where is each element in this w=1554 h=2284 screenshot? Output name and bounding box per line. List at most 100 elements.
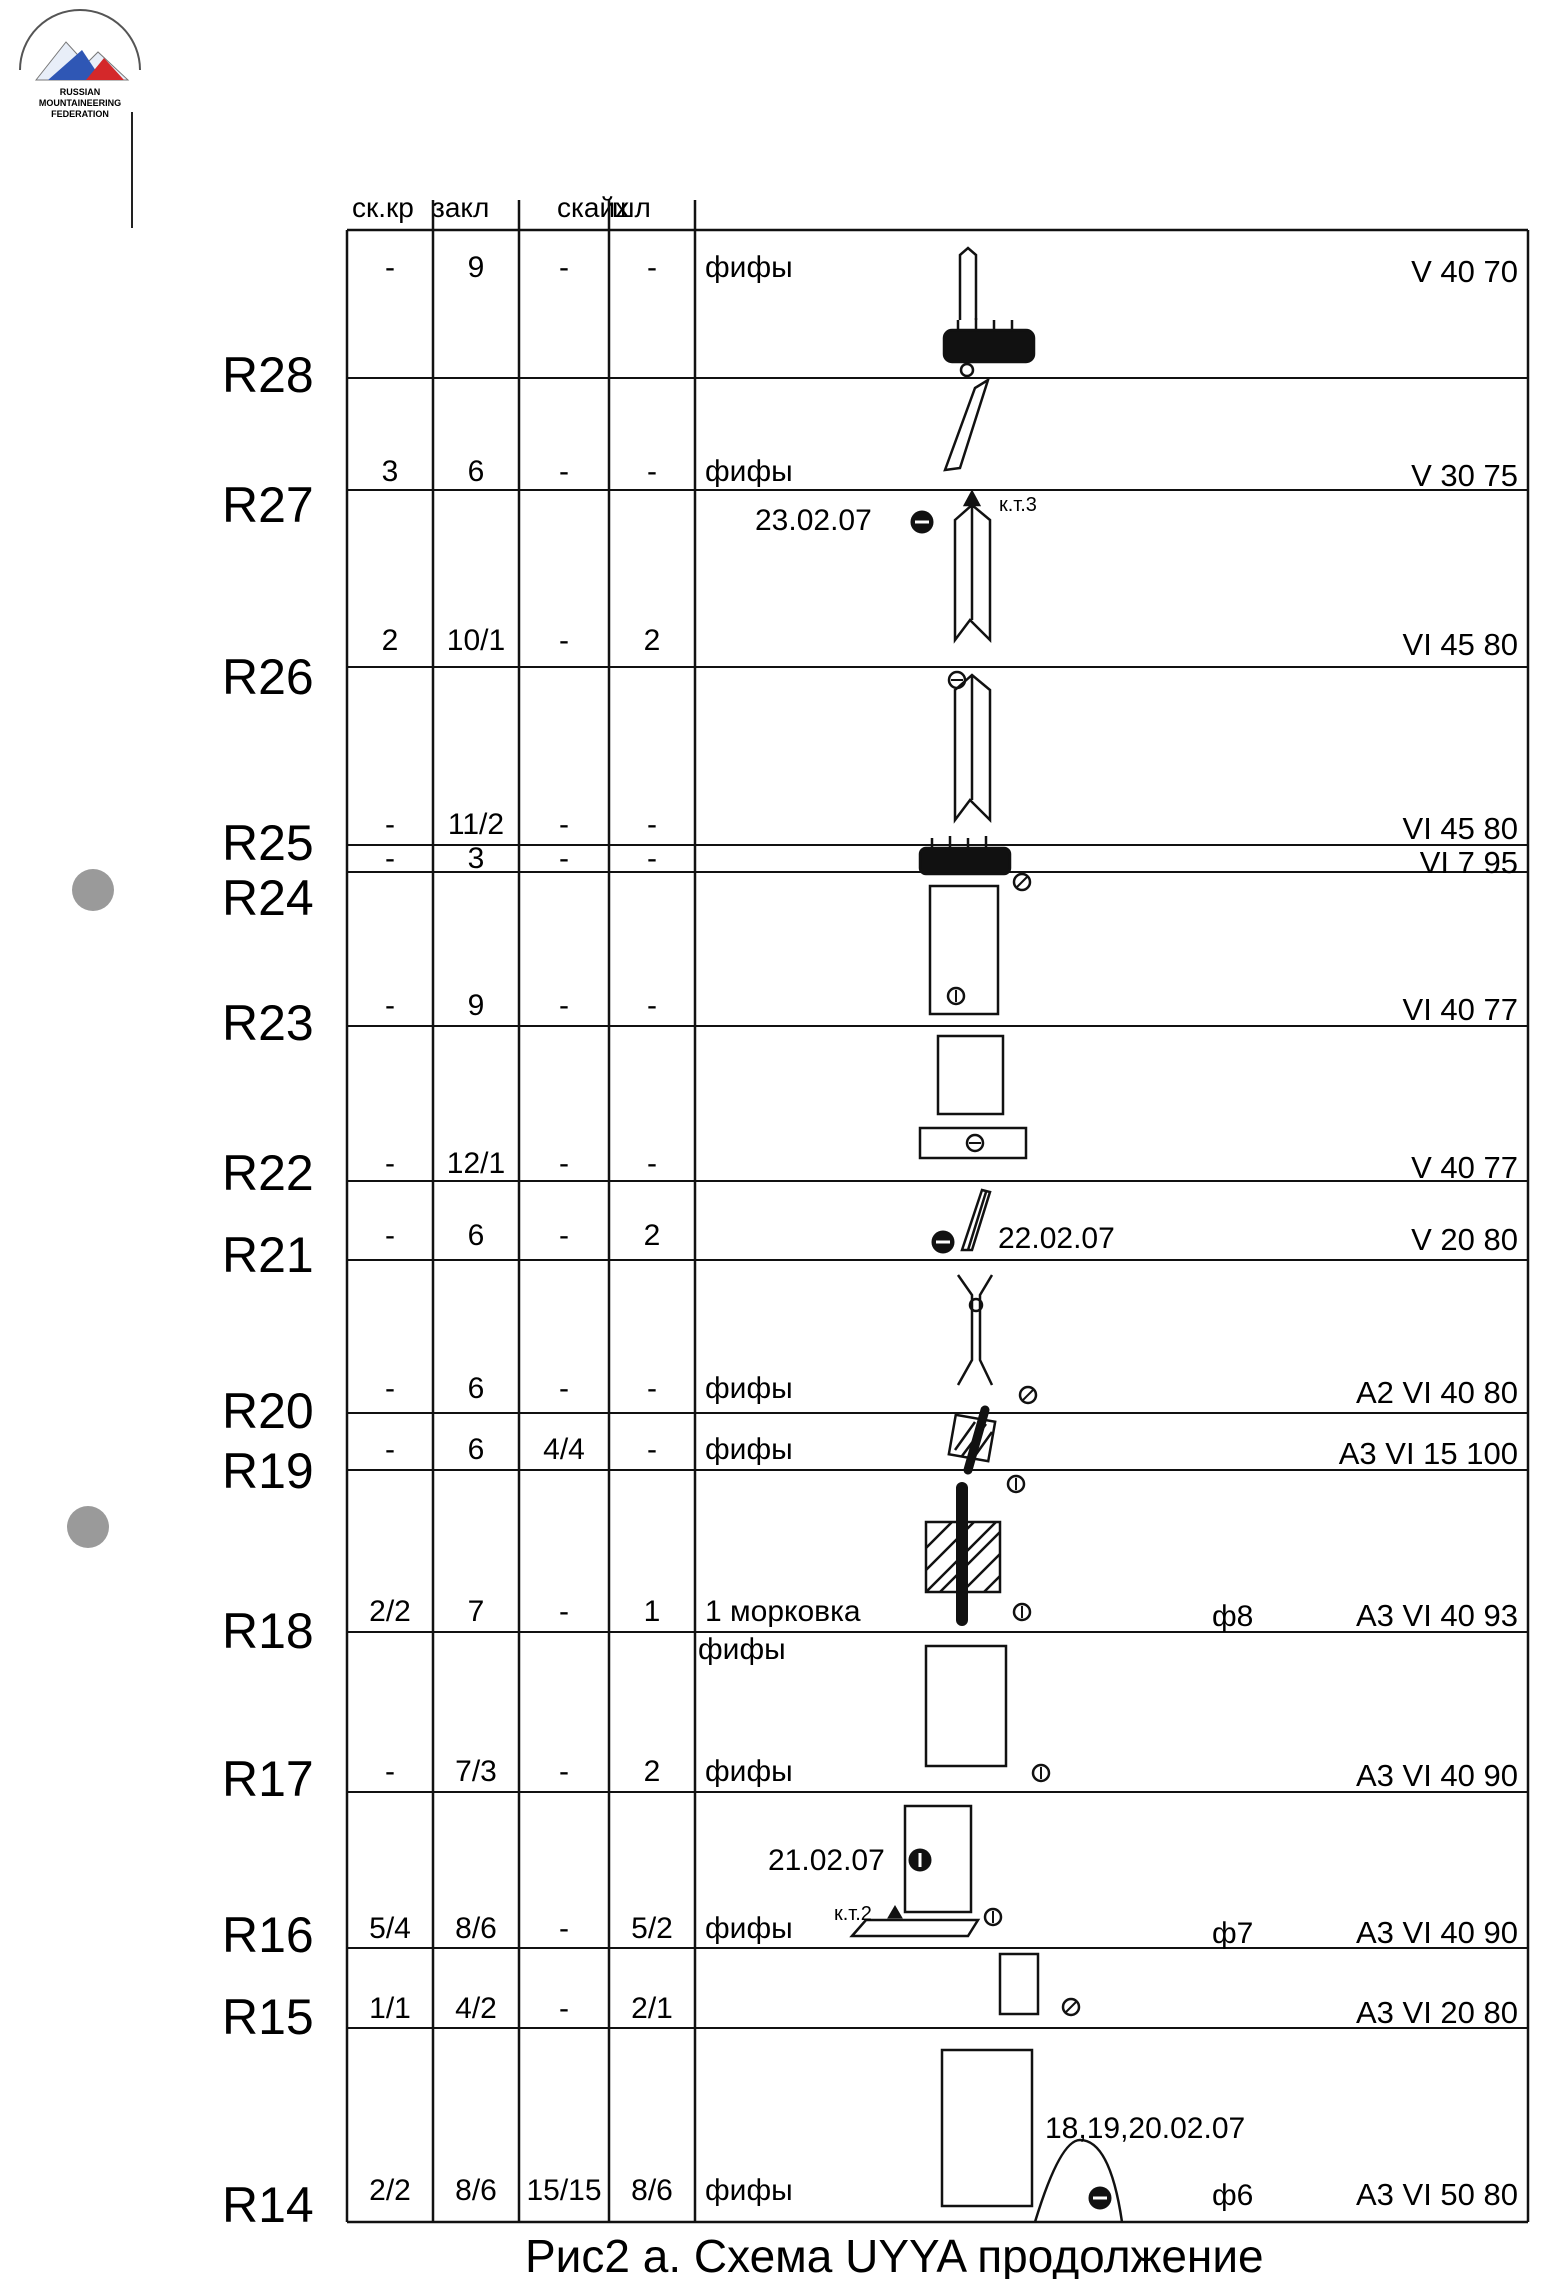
row-label: R27: [222, 477, 314, 533]
arc-r14: [1033, 2138, 1124, 2223]
wall-r17: [924, 1644, 1008, 1768]
table-row: R22 - 12/1 - - V 40 77: [222, 1145, 1518, 1201]
federation-logo: RUSSIAN MOUNTAINEERING FEDERATION: [19, 9, 141, 119]
row-extra: ф8: [1212, 1600, 1253, 1633]
row-label: R15: [222, 1989, 314, 2045]
cell-c2: 6: [468, 455, 485, 488]
row-note: фифы: [705, 1433, 793, 1466]
cell-c1: 2/2: [369, 2174, 411, 2207]
wall-r14: [940, 2048, 1034, 2208]
date-2202: 22.02.07: [998, 1222, 1115, 1255]
cell-c3: -: [559, 455, 569, 488]
row-label: R24: [222, 870, 314, 926]
row-note: фифы: [705, 251, 793, 284]
row-note: фифы: [705, 1912, 793, 1945]
row-category: VI 45 80: [1403, 627, 1518, 662]
piton-icon: [1012, 872, 1032, 892]
row-extra: ф6: [1212, 2179, 1253, 2212]
row-category: A2 VI 40 80: [1356, 1375, 1518, 1410]
cell-c3: -: [559, 1992, 569, 2025]
binder-hole-2: [67, 1506, 109, 1548]
table-row: R25-11/2--VI 45 80: [222, 808, 1518, 871]
binder-hole-1: [72, 869, 114, 911]
cell-c4: -: [647, 808, 657, 841]
row-label: R26: [222, 649, 314, 705]
cell-c4: -: [647, 1433, 657, 1466]
cell-c3: -: [559, 808, 569, 841]
row-category: A3 VI 40 93: [1356, 1598, 1518, 1633]
piton-icon: [1006, 1474, 1026, 1494]
row-label: R22: [222, 1145, 314, 1201]
cell-c4: 2: [644, 624, 661, 657]
row-category: V 20 80: [1411, 1222, 1518, 1257]
cell-c1: -: [385, 989, 395, 1022]
header-col1: ск.кр: [352, 192, 414, 223]
cell-c4: 5/2: [631, 1912, 673, 1945]
row-note: 1 морковка: [705, 1595, 861, 1628]
row-label: R17: [222, 1751, 314, 1807]
header-col4: шл: [612, 192, 651, 223]
cell-c1: -: [385, 1147, 395, 1180]
logo-ring: [19, 9, 141, 71]
wall-r15: [998, 1952, 1040, 2016]
row-category: V 30 75: [1411, 458, 1518, 493]
row-category: A3 VI 15 100: [1339, 1436, 1518, 1471]
cell-c4: -: [647, 251, 657, 284]
cell-c4: 2: [644, 1219, 661, 1252]
piton-markers: [887, 510, 1112, 2210]
cell-c2: 8/6: [455, 2174, 497, 2207]
piton-icon: [947, 670, 967, 690]
control-point-icon: [887, 1905, 903, 1919]
row-category: V 40 70: [1411, 254, 1518, 289]
row-note: фифы: [705, 2174, 793, 2207]
row-label: R23: [222, 995, 314, 1051]
row-category: VI 40 77: [1403, 992, 1518, 1027]
logo-text-3: FEDERATION: [51, 109, 109, 119]
row-note: фифы: [705, 455, 793, 488]
row-label: R25: [222, 815, 314, 871]
cell-c4: -: [647, 1147, 657, 1180]
cell-c2: 10/1: [447, 624, 505, 657]
row-label: R28: [222, 347, 314, 403]
cell-c2: 12/1: [447, 1147, 505, 1180]
ledge-r16: [849, 1918, 981, 1938]
cell-c3: -: [559, 624, 569, 657]
cell-c1: -: [385, 1433, 395, 1466]
r18-top-note: фифы: [698, 1633, 786, 1666]
piton-icon: [1061, 1997, 1081, 2017]
cell-c3: -: [559, 1755, 569, 1788]
logo-text-1: RUSSIAN: [60, 87, 101, 97]
cell-c3: -: [559, 1595, 569, 1628]
row-label: R21: [222, 1227, 314, 1283]
row-separators: [347, 377, 1528, 2029]
corner-r26: [953, 503, 992, 644]
logo-mountain-red: [86, 58, 124, 80]
cell-c2: 9: [468, 251, 485, 284]
cell-c3: -: [559, 1147, 569, 1180]
cell-c1: -: [385, 1372, 395, 1405]
row-label: R18: [222, 1603, 314, 1659]
piton-icon: [1088, 2186, 1112, 2210]
row-category: A3 VI 20 80: [1356, 1995, 1518, 2030]
piton-icon: [908, 1848, 932, 1872]
piton-icon: [931, 1230, 955, 1254]
cell-c3: -: [559, 842, 569, 875]
cell-c2: 11/2: [448, 808, 504, 841]
logo-mountain-blue: [48, 50, 102, 80]
row-category: V 40 77: [1411, 1150, 1518, 1185]
chimney-r20: [956, 1274, 994, 1386]
piton-icon: [1012, 1602, 1032, 1622]
cell-c3: -: [559, 1912, 569, 1945]
wall-r16: [903, 1804, 973, 1914]
route-drawing: [849, 246, 1124, 2223]
